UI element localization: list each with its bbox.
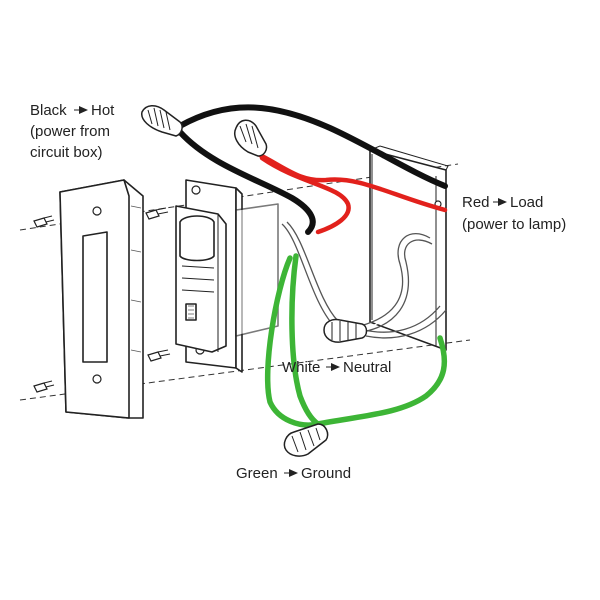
label-white-neutral: White Neutral — [282, 359, 391, 376]
screw-icon — [33, 382, 48, 393]
plate-opening — [82, 231, 108, 363]
black-hot-wire — [177, 104, 448, 189]
wire-nut-icon — [323, 318, 368, 343]
motion-sensor-switch — [175, 179, 243, 373]
electrical-box — [235, 145, 449, 351]
switch-mount-screw-bottom — [147, 349, 171, 362]
plate-screw-hole-top — [92, 206, 102, 216]
switch-mount-screw-top — [145, 207, 169, 220]
label-load-desc: Load — [510, 194, 543, 211]
screw-lower-left — [33, 380, 55, 393]
label-neutral-desc: Neutral — [343, 359, 391, 376]
svg-text:Hot: Hot — [91, 102, 115, 119]
arrow-right-icon — [331, 363, 340, 371]
screw-icon — [147, 351, 162, 362]
screw-upper-left — [33, 215, 55, 228]
label-red-load: Red Load (power to lamp) — [462, 194, 566, 233]
wire-nut-ground — [283, 423, 329, 457]
wall-plate — [59, 179, 144, 419]
wire-nut-neutral — [323, 318, 368, 343]
label-hot-sub2: circuit box) — [30, 144, 103, 161]
label-black-name: Black — [30, 102, 67, 119]
plate-screw-hole-bottom — [92, 374, 102, 384]
screw-icon — [145, 209, 160, 220]
label-load-sub1: (power to lamp) — [462, 216, 566, 233]
green-switch-lead — [289, 253, 321, 427]
neutral-wires — [281, 221, 447, 339]
label-green-ground: Green Ground — [236, 465, 351, 482]
label-ground-desc: Ground — [301, 465, 351, 482]
label-red-name: Red — [462, 194, 490, 211]
screw-icon — [33, 217, 48, 228]
wire-nut-hot — [141, 105, 183, 137]
svg-text:Black: Black — [30, 102, 67, 119]
wire-nut-load — [234, 119, 268, 157]
sensor-lens — [179, 215, 215, 262]
label-green-name: Green — [236, 465, 278, 482]
sensor-button — [185, 303, 197, 321]
arrow-right-icon — [289, 469, 298, 477]
box-back-plate — [235, 203, 279, 337]
label-hot-desc: Hot — [91, 102, 115, 119]
arrow-right-icon — [498, 198, 507, 206]
label-white-name: White — [282, 359, 320, 376]
red-switch-lead — [259, 155, 351, 235]
arrow-right-icon — [79, 106, 88, 114]
label-hot-sub1: (power from — [30, 123, 110, 140]
label-black-hot: Black Hot (power from circuit box) — [30, 102, 115, 161]
wire-nut-icon — [283, 423, 329, 457]
black-switch-lead — [177, 129, 316, 235]
box-side-wall — [369, 149, 447, 351]
